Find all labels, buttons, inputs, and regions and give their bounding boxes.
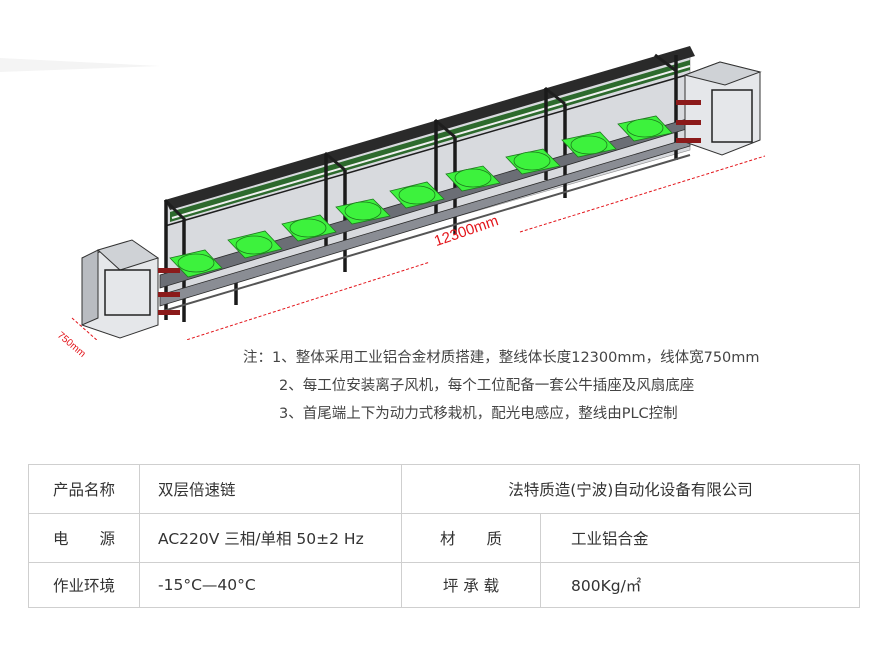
environment-label: 作业环境 [28, 562, 140, 608]
environment-value: -15°C—40°C [139, 562, 402, 608]
power-label: 电 源 [28, 513, 140, 563]
company-name: 法特质造(宁波)自动化设备有限公司 [400, 464, 861, 514]
note-line-1: 注：1、整体采用工业铝合金材质搭建，整线体长度12300mm，线体宽750mm [243, 350, 760, 366]
table-row: 作业环境 -15°C—40°C 坪 承 载 800Kg/㎡ [28, 562, 861, 608]
note-line-2: 2、每工位安装离子风机，每个工位配备一套公牛插座及风扇底座 [279, 378, 695, 394]
spec-table: 产品名称 双层倍速链 法特质造(宁波)自动化设备有限公司 电 源 AC220V … [28, 464, 861, 608]
table-row: 产品名称 双层倍速链 法特质造(宁波)自动化设备有限公司 [28, 464, 861, 514]
table-row: 电 源 AC220V 三相/单相 50±2 Hz 材 质 工业铝合金 [28, 513, 861, 563]
notes-block: 注：1、整体采用工业铝合金材质搭建，整线体长度12300mm，线体宽750mm … [243, 344, 760, 428]
product-name-value: 双层倍速链 [139, 464, 402, 514]
product-name-label: 产品名称 [28, 464, 140, 514]
material-label: 材 质 [401, 513, 541, 563]
conveyor-line-illustration: 12300mm 750mm [0, 46, 766, 360]
notes-prefix: 注： [243, 350, 272, 366]
conveyor-render-graphic [0, 46, 766, 340]
material-value: 工业铝合金 [539, 513, 861, 563]
note-line-3: 3、首尾端上下为动力式移栽机，配光电感应，整线由PLC控制 [279, 406, 678, 422]
floor-load-value: 800Kg/㎡ [539, 562, 861, 608]
floor-load-label: 坪 承 载 [401, 562, 541, 608]
power-value: AC220V 三相/单相 50±2 Hz [139, 513, 402, 563]
